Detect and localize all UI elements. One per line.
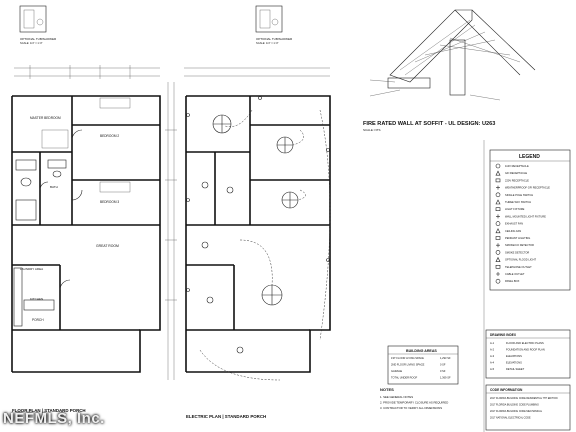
legend-symbol-icon xyxy=(496,243,500,248)
notes-title: NOTES xyxy=(380,387,394,392)
legend-item: CABLE OUTLET xyxy=(505,272,525,276)
index-sheet-number: A-5 xyxy=(490,367,495,371)
legend-symbol-icon xyxy=(495,207,501,211)
legend-symbol-icon xyxy=(495,221,501,226)
optional-tub-detail-1: OPTIONAL TUB/SHOWER SCALE: 1/4" = 1'-0" xyxy=(19,5,57,45)
building-areas-title: BUILDING AREAS xyxy=(406,349,437,353)
legend-item: TELEPHONE OUTLET xyxy=(505,265,532,269)
room-kitchen: KITCHEN xyxy=(30,297,43,301)
legend-symbol-icon xyxy=(496,214,500,219)
legend-item: PENDANT LIGHTING xyxy=(505,236,530,240)
area-label: TOTAL UNDER ROOF xyxy=(391,376,418,380)
legend-item: LIGHT FIXTURE xyxy=(505,207,525,211)
note-item: 2. PROVIDE TEMPORARY CLOSURE AS REQUIRED xyxy=(380,401,448,405)
room-bedroom-3: BEDROOM 3 xyxy=(100,200,119,204)
legend-symbol-icon xyxy=(495,236,501,240)
svg-text:SCALE: NTS: SCALE: NTS xyxy=(363,128,381,132)
electric-plan-title: ELECTRIC PLAN | STANDARD PORCH xyxy=(186,414,266,419)
legend-symbol-icon xyxy=(495,192,501,198)
legend-item: SMOKE DETECTOR xyxy=(505,250,529,254)
room-porch: PORCH xyxy=(32,318,44,322)
area-value: 0 SF xyxy=(440,369,446,373)
nefmls-watermark: NEFMLS, Inc. xyxy=(3,410,105,427)
room-great-room: GREAT ROOM xyxy=(96,244,119,248)
index-sheet-title: ELEVATIONS xyxy=(506,354,522,358)
index-sheet-number: A-2 xyxy=(490,348,495,352)
fire-wall-detail: FIRE RATED WALL AT SOFFIT - UL DESIGN: U… xyxy=(363,9,536,132)
optional-tub-detail-2: OPTIONAL TUB/SHOWER SCALE: 1/4" = 1'-0" xyxy=(255,5,293,45)
legend-item: WALL MOUNTED LIGHT FIXTURE xyxy=(505,214,546,218)
legend-symbol-icon xyxy=(495,278,501,284)
area-label: GARAGE xyxy=(391,369,402,373)
area-label: 1ST FLOOR LIVING SPACE xyxy=(391,356,424,360)
legend-symbol-icon xyxy=(496,185,500,190)
legend-symbol-icon xyxy=(495,178,501,183)
room-master-bedroom: MASTER BEDROOM xyxy=(30,116,61,120)
svg-text:SCALE: 1/4" = 1'-0": SCALE: 1/4" = 1'-0" xyxy=(20,41,43,45)
area-label: 2ND FLOOR LIVING SPACE xyxy=(391,363,425,367)
legend-item: SMOKE/CO DETECTOR xyxy=(505,243,534,247)
legend-symbol-icon xyxy=(495,228,501,234)
floor-plan: MASTER BEDROOM BEDROOM 2 BEDROOM 3 BATH … xyxy=(11,65,177,413)
area-value: 1,293 SF xyxy=(440,356,451,360)
room-bath: BATH xyxy=(50,185,58,189)
legend-symbol-icon xyxy=(495,250,501,255)
legend-item: GFI RECEPTACLE xyxy=(505,171,527,175)
index-sheet-title: FLOOR AND ELECTRIC PLANS xyxy=(506,341,544,345)
legend-title: LEGEND xyxy=(519,154,540,160)
legend-item: OPTIONAL FLOOD LIGHT xyxy=(505,258,536,262)
index-sheet-number: A-4 xyxy=(490,361,495,365)
svg-text:OPTIONAL TUB/SHOWER: OPTIONAL TUB/SHOWER xyxy=(20,37,57,41)
drawing-index: DRAWING INDEX A-1 FLOOR AND ELECTRIC PLAN… xyxy=(485,329,571,379)
legend-symbol-icon xyxy=(495,163,501,169)
legend-item: EXHAUST FAN xyxy=(505,222,523,226)
index-sheet-title: DETAIL SHEET xyxy=(506,367,525,371)
legend-item: 110V RECEPTACLE xyxy=(505,164,529,168)
svg-text:OPTIONAL TUB/SHOWER: OPTIONAL TUB/SHOWER xyxy=(256,37,293,41)
legend-symbol-icon xyxy=(495,264,501,269)
code-item: 2017 FLORIDA BUILDING CODE MECHANICAL xyxy=(490,410,543,413)
legend-item: PANEL BOX xyxy=(505,279,520,283)
area-value: 1,369 SF xyxy=(440,376,451,380)
legend-symbol-icon xyxy=(495,170,501,176)
legend-item: WEATHERPROOF GFI RECEPTACLE xyxy=(505,186,550,190)
area-value: 0 SF xyxy=(440,363,446,367)
index-sheet-number: A-3 xyxy=(490,354,495,358)
building-areas-table: BUILDING AREAS 1ST FLOOR LIVING SPACE 1,2… xyxy=(387,345,459,385)
room-bedroom-2: BEDROOM 2 xyxy=(100,134,119,138)
code-information: CODE INFORMATION 2017 FLORIDA BUILDING C… xyxy=(485,384,571,431)
floor-plan-title: FLOOR PLAN | STANDARD PORCH xyxy=(12,408,86,413)
note-item: 3. CONTRACTOR TO VERIFY ALL DIMENSIONS xyxy=(380,406,442,410)
legend-item: SINGLE POLE SWITCH xyxy=(505,193,533,197)
code-item: 2017 FLORIDA BUILDING CODE RESIDENTIAL 7… xyxy=(490,397,558,400)
drawing-index-title: DRAWING INDEX xyxy=(490,333,517,337)
index-sheet-title: FOUNDATION AND ROOF PLAN xyxy=(506,348,545,352)
legend-symbol-icon xyxy=(496,272,500,276)
fire-wall-title: FIRE RATED WALL AT SOFFIT - UL DESIGN: U… xyxy=(363,121,495,127)
legend-symbol-icon xyxy=(495,256,501,262)
index-sheet-number: A-1 xyxy=(490,341,495,345)
code-item: 2017 FLORIDA BUILDING CODE PLUMBING xyxy=(490,404,539,407)
code-item: 2017 NATIONAL ELECTRICAL CODE xyxy=(490,417,531,420)
note-item: 1. SEE GENERAL NOTES xyxy=(380,395,413,399)
code-info-title: CODE INFORMATION xyxy=(490,388,523,392)
legend-item: THREE WAY SWITCH xyxy=(505,200,531,204)
legend-item: 220V RECEPTACLE xyxy=(505,178,529,182)
room-laundry: LAUNDRY AREA xyxy=(20,267,43,271)
notes-block: NOTES 1. SEE GENERAL NOTES 2. PROVIDE TEM… xyxy=(380,387,448,410)
svg-text:SCALE: 1/4" = 1'-0": SCALE: 1/4" = 1'-0" xyxy=(256,41,279,45)
electric-plan: ELECTRIC PLAN | STANDARD PORCH xyxy=(184,67,331,419)
legend-item: CEILING FAN xyxy=(505,229,521,233)
legend-box: LEGEND 110V RECEPTACLE GFI RECEPTACLE 220V… xyxy=(489,149,571,291)
legend-symbol-icon xyxy=(495,199,501,205)
index-sheet-title: ELEVATIONS xyxy=(506,361,522,365)
